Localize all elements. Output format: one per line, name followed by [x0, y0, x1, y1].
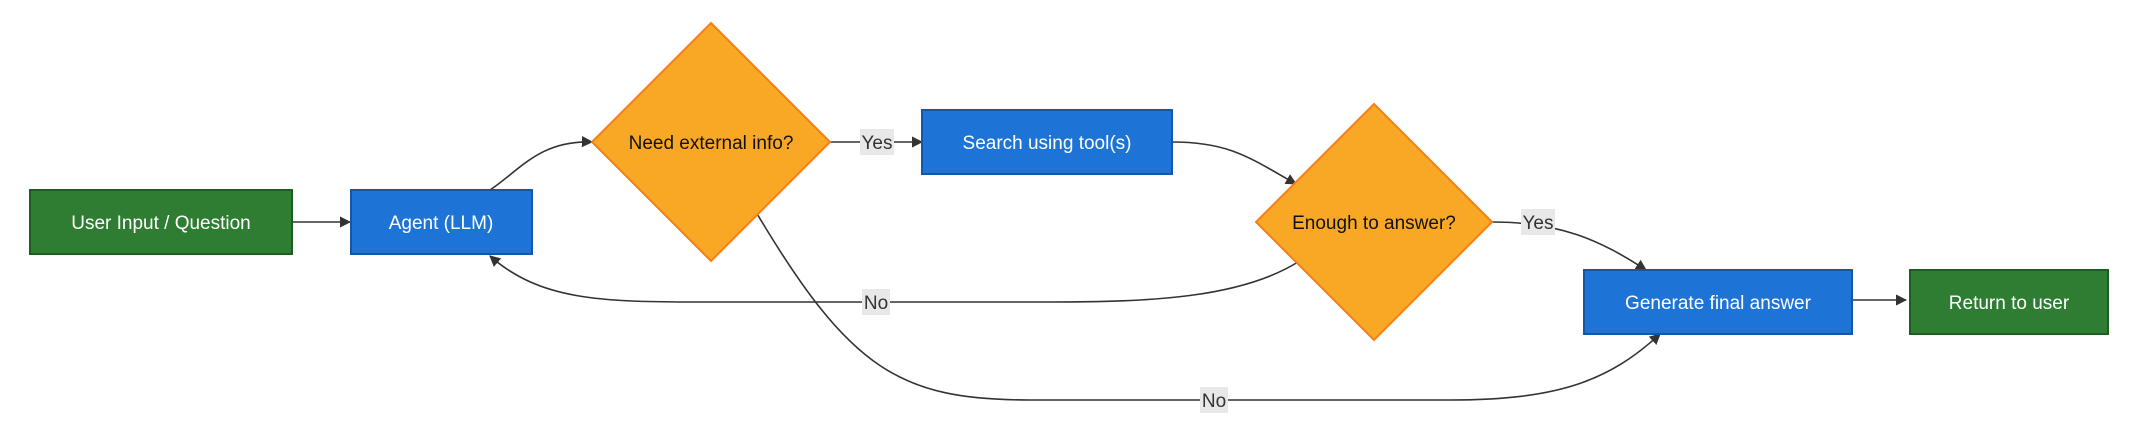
node-user-input: User Input / Question	[29, 189, 293, 255]
edge-label-text: No	[864, 293, 888, 314]
node-search-tools: Search using tool(s)	[921, 109, 1173, 175]
edge-label-enough-no: No	[862, 289, 890, 315]
edge-label-text: Yes	[862, 133, 893, 154]
edge-label-text: Yes	[1523, 213, 1554, 234]
node-label: Search using tool(s)	[963, 133, 1132, 154]
node-label: Need external info?	[629, 133, 794, 154]
edge-agent-to-need-info	[489, 136, 594, 191]
edge-need-info-no-to-generate	[755, 211, 1661, 401]
node-label: User Input / Question	[71, 213, 251, 234]
edge-search-to-enough	[1171, 141, 1297, 185]
node-return-to-user: Return to user	[1909, 269, 2109, 335]
node-label: Generate final answer	[1625, 293, 1812, 314]
edge-enough-yes-to-generate	[1491, 221, 1647, 271]
node-agent: Agent (LLM)	[350, 189, 533, 255]
node-label: Return to user	[1949, 293, 2070, 314]
node-need-external-info: Need external info?	[590, 21, 832, 263]
edge-label-need-yes: Yes	[860, 129, 894, 155]
edge-label-enough-yes: Yes	[1521, 209, 1555, 235]
node-label: Agent (LLM)	[389, 213, 494, 234]
node-generate-final-answer: Generate final answer	[1583, 269, 1853, 335]
edge-label-text: No	[1202, 391, 1226, 412]
edge-label-need-no: No	[1200, 387, 1228, 413]
node-enough-to-answer: Enough to answer?	[1254, 102, 1494, 342]
node-label: Enough to answer?	[1292, 213, 1456, 234]
edge-enough-no-to-agent	[489, 255, 1299, 303]
